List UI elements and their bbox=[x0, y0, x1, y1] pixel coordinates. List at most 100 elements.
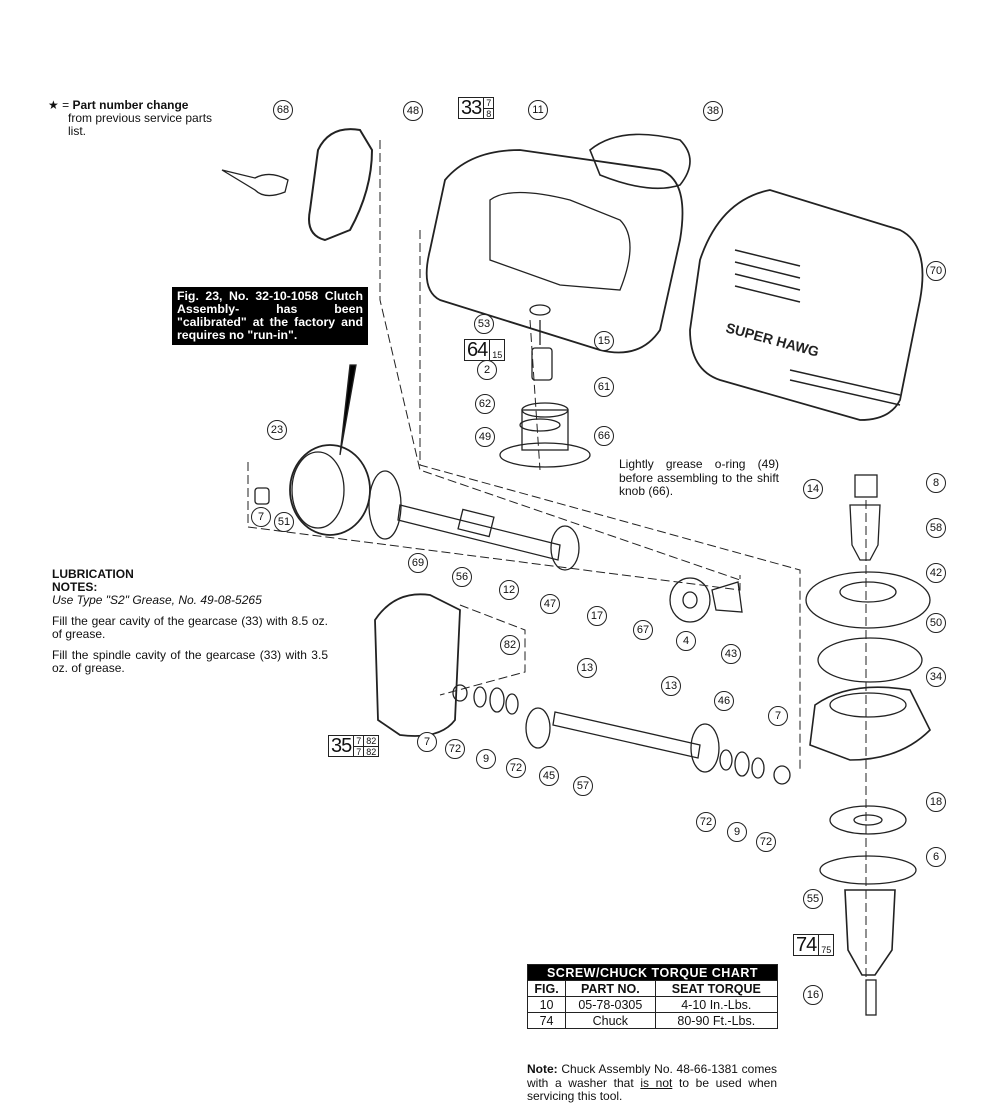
bearing-6 bbox=[829, 805, 907, 835]
ref-sub: 82 bbox=[366, 747, 377, 757]
spindle-cavity-note: Fill the spindle cavity of the gearcase … bbox=[52, 648, 328, 675]
pinion-43 bbox=[711, 581, 743, 613]
part-callout-62: 62 bbox=[475, 394, 495, 414]
table-row: 10 05-78-0305 4-10 In.-Lbs. bbox=[526, 996, 779, 1013]
part-callout-48: 48 bbox=[403, 101, 423, 121]
washer-72 bbox=[473, 686, 487, 708]
note-emphasis: is not bbox=[640, 1075, 673, 1090]
part-callout-57: 57 bbox=[573, 776, 593, 796]
ref-sub: 15 bbox=[492, 350, 503, 360]
chuck-note: Note: Chuck Assembly No. 48-66-1381 come… bbox=[527, 1062, 777, 1104]
cell: Chuck bbox=[565, 1012, 656, 1029]
column-header: PART NO. bbox=[565, 980, 656, 997]
cell: 4-10 In.-Lbs. bbox=[654, 996, 779, 1013]
cell: 80-90 Ft.-Lbs. bbox=[654, 1012, 779, 1029]
part-callout-9: 9 bbox=[727, 822, 747, 842]
ref-sub: 8 bbox=[486, 109, 492, 119]
part-callout-7: 7 bbox=[417, 732, 437, 752]
part-callout-13: 13 bbox=[661, 676, 681, 696]
part-callout-7: 7 bbox=[768, 706, 788, 726]
cell: 10 bbox=[526, 996, 567, 1013]
bearing-housing-34 bbox=[809, 686, 931, 761]
part-callout-49: 49 bbox=[475, 427, 495, 447]
figure-ref-64: 64 15 bbox=[464, 339, 506, 361]
part-callout-42: 42 bbox=[926, 563, 946, 583]
o-ring-49 bbox=[519, 418, 561, 432]
note-label: Note: bbox=[527, 1062, 558, 1076]
ref-sub: 7 bbox=[354, 736, 364, 747]
ref-fig: 74 bbox=[794, 935, 820, 955]
figure-ref-74: 74 75 bbox=[793, 934, 835, 956]
detent-64 bbox=[531, 347, 553, 381]
ref-sub: 75 bbox=[821, 945, 832, 955]
part-callout-53: 53 bbox=[474, 314, 494, 334]
o-ring-50 bbox=[817, 637, 923, 683]
part-callout-23: 23 bbox=[267, 420, 287, 440]
ref-fig: 64 bbox=[465, 340, 491, 360]
column-header: SEAT TORQUE bbox=[654, 980, 779, 997]
gearcase-cover-33 bbox=[425, 149, 684, 354]
part-callout-14: 14 bbox=[803, 479, 823, 499]
lever-68 bbox=[221, 169, 289, 197]
retaining-ring-55 bbox=[819, 855, 917, 885]
part-callout-55: 55 bbox=[803, 889, 823, 909]
star-icon: ★ = bbox=[48, 98, 70, 112]
part-callout-6: 6 bbox=[926, 847, 946, 867]
note-text: to be used when servicing this tool. bbox=[527, 1075, 777, 1103]
bevel-gear-42 bbox=[805, 571, 931, 629]
torque-chart: SCREW/CHUCK TORQUE CHART FIG. PART NO. S… bbox=[526, 964, 779, 1029]
cover-vents bbox=[734, 249, 901, 406]
assembly-guide-lines bbox=[247, 140, 867, 1000]
part-callout-82: 82 bbox=[500, 635, 520, 655]
part-callout-66: 66 bbox=[594, 426, 614, 446]
part-callout-8: 8 bbox=[926, 473, 946, 493]
chuck-key-16 bbox=[865, 979, 877, 1016]
part-callout-56: 56 bbox=[452, 567, 472, 587]
part-callout-69: 69 bbox=[408, 553, 428, 573]
spindle-58 bbox=[849, 504, 881, 561]
part-callout-13: 13 bbox=[577, 658, 597, 678]
torque-chart-title: SCREW/CHUCK TORQUE CHART bbox=[527, 964, 778, 981]
grease-note: Lightly grease o-ring (49) before assemb… bbox=[619, 457, 779, 498]
gear-47 bbox=[550, 525, 580, 571]
part-callout-58: 58 bbox=[926, 518, 946, 538]
column-header: FIG. bbox=[526, 980, 567, 997]
gasket-48 bbox=[308, 128, 374, 242]
shaft-56 bbox=[397, 504, 561, 561]
part-callout-11: 11 bbox=[528, 100, 548, 120]
part-callout-12: 12 bbox=[499, 580, 519, 600]
clutch-plate-69 bbox=[368, 470, 402, 540]
part-callout-15: 15 bbox=[594, 331, 614, 351]
cell: 74 bbox=[526, 1012, 567, 1029]
part-callout-68: 68 bbox=[273, 100, 293, 120]
ref-fig: 35 bbox=[329, 736, 355, 756]
part-callout-38: 38 bbox=[703, 101, 723, 121]
shift-knob-66 bbox=[499, 442, 591, 468]
gearcase-35 bbox=[374, 593, 461, 737]
gear-45 bbox=[525, 707, 551, 749]
part-callout-72: 72 bbox=[445, 739, 465, 759]
part-callout-50: 50 bbox=[926, 613, 946, 633]
ref-sub: 7 bbox=[484, 98, 494, 109]
legend-title: Part number change bbox=[72, 98, 189, 112]
part-callout-17: 17 bbox=[587, 606, 607, 626]
gear-46 bbox=[690, 723, 720, 773]
part-number-change-legend: ★ = Part number change from previous ser… bbox=[48, 99, 218, 138]
gear-cavity-note: Fill the gear cavity of the gearcase (33… bbox=[52, 614, 328, 641]
part-callout-72: 72 bbox=[756, 832, 776, 852]
part-callout-72: 72 bbox=[506, 758, 526, 778]
grease-type: Use Type "S2" Grease, No. 49-08-5265 bbox=[52, 593, 262, 607]
shift-knob-38 bbox=[589, 133, 691, 190]
part-callout-51: 51 bbox=[274, 512, 294, 532]
part-callout-9: 9 bbox=[476, 749, 496, 769]
part-callout-45: 45 bbox=[539, 766, 559, 786]
part-callout-16: 16 bbox=[803, 985, 823, 1005]
part-callout-70: 70 bbox=[926, 261, 946, 281]
clutch-note-pointer bbox=[339, 364, 357, 456]
lubrication-notes: LUBRICATION NOTES: Use Type "S2" Grease,… bbox=[52, 568, 328, 683]
lubrication-title: LUBRICATION NOTES: bbox=[52, 567, 134, 594]
part-callout-34: 34 bbox=[926, 667, 946, 687]
